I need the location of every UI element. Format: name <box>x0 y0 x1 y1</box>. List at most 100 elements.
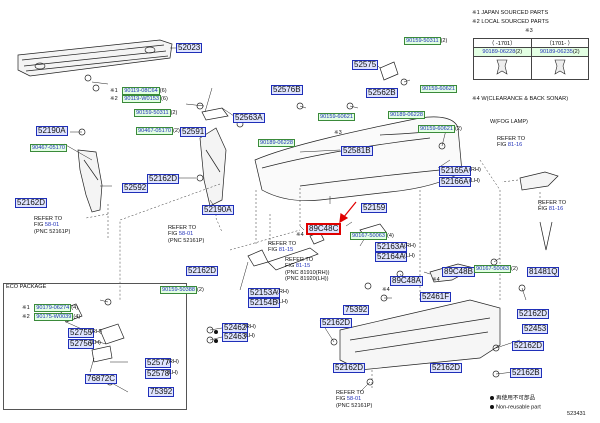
source-mark-4: ※4 <box>382 287 390 293</box>
clip-icon <box>496 59 508 75</box>
legend-note-japan: ※1 JAPAN SOURCED PARTS <box>472 10 549 16</box>
part-label-52166a[interactable]: 52166A <box>439 177 471 187</box>
bolt-label-90467-05170[interactable]: 90467-05170 <box>30 144 67 152</box>
side-lh: (LH) <box>469 178 480 184</box>
bolt-label-90159-50311[interactable]: 90159-50311(2) <box>134 109 178 117</box>
part-label-89c48c-highlighted[interactable]: 89C48C <box>306 223 342 235</box>
side-rh: (RH) <box>404 243 416 249</box>
part-label-52162d[interactable]: 52162D <box>15 198 48 208</box>
bolt-label-90189-06228[interactable]: 90189-06228 <box>258 139 295 147</box>
footer-reuse-note: 再使用不可部品 <box>490 396 535 402</box>
part-label-52190a[interactable]: 52190A <box>36 126 68 136</box>
bolt-label-90119-08c64[interactable]: ※1 90119-08C64(6) <box>110 87 167 95</box>
side-lh: (LH) <box>167 370 178 376</box>
part-label-52463[interactable]: 52463 <box>222 332 249 342</box>
side-rh: (RH) <box>277 289 289 295</box>
fog-lamp-label: W(FOG LAMP) <box>490 119 528 125</box>
part-label-52162d[interactable]: 52162D <box>430 363 463 373</box>
part-label-52023[interactable]: 52023 <box>176 43 203 53</box>
bolt-label-90159-60621[interactable]: 90159-60621(2) <box>418 125 462 133</box>
part-label-52163a[interactable]: 52163A <box>375 242 407 252</box>
bolt-label-90467-05170[interactable]: 90467-05170(2) <box>136 127 180 135</box>
part-label-52162d[interactable]: 52162D <box>147 174 180 184</box>
legend-note-3: ※3 <box>525 28 533 34</box>
refer-note-81-16[interactable]: REFER TO FIG 81-16 <box>497 136 526 149</box>
part-label-89c48b[interactable]: 89C48B <box>442 267 475 277</box>
part-label-52578[interactable]: 52578 <box>145 369 172 379</box>
refer-note-81-15[interactable]: REFER TO FIG 81-15 (PNC 81910(RH)) (PNC … <box>285 257 330 283</box>
legend-note-local: ※2 LOCAL SOURCED PARTS <box>472 19 549 25</box>
part-label-52575[interactable]: 52575 <box>352 60 379 70</box>
table-header-early: （ -1701） <box>473 38 532 48</box>
side-lh: (LH) <box>90 340 101 346</box>
table-cell-image <box>530 56 589 80</box>
part-label-75392[interactable]: 75392 <box>148 387 175 397</box>
side-lh: (LH) <box>404 253 415 259</box>
part-label-52153a[interactable]: 52153A <box>248 288 280 298</box>
bolt-label-90159-60621[interactable]: 90159-60621 <box>420 85 457 93</box>
bolt-label-90159-60621[interactable]: 90159-60621 <box>318 113 355 121</box>
part-label-52581b[interactable]: 52581B <box>341 146 373 156</box>
part-label-76872c[interactable]: 76872C <box>85 374 118 384</box>
side-rh: (RH) <box>244 324 256 330</box>
part-label-52562b[interactable]: 52562B <box>366 88 398 98</box>
refer-note-58-01[interactable]: REFER TO FIG 58-01 (PNC 52161P) <box>336 390 373 409</box>
part-label-52453[interactable]: 52453 <box>522 324 549 334</box>
table-cell-image <box>473 56 532 80</box>
part-label-52162d[interactable]: 52162D <box>517 309 550 319</box>
part-label-52162b[interactable]: 52162B <box>510 368 542 378</box>
part-label-52755[interactable]: 52755 <box>68 328 95 338</box>
part-label-52190a[interactable]: 52190A <box>202 205 234 215</box>
part-label-52577[interactable]: 52577 <box>145 358 172 368</box>
clip-icon <box>554 59 566 75</box>
part-label-52154b[interactable]: 52154B <box>248 298 280 308</box>
table-cell-part[interactable]: 90189-06228(2) <box>473 47 532 57</box>
part-label-52164a[interactable]: 52164A <box>375 252 407 262</box>
side-rh: (RH) <box>167 359 179 365</box>
side-lh: (LH) <box>244 333 255 339</box>
bolt-label-90167-50063[interactable]: 90167-50063(2) <box>474 265 518 273</box>
bolt-label-90179-06274[interactable]: ※1 90179-06274(4) <box>22 304 79 312</box>
bolt-label-90167-50063[interactable]: 90167-50063(4) <box>350 232 394 240</box>
part-label-89c48a[interactable]: 89C48A <box>390 276 423 286</box>
part-label-52461f[interactable]: 52461F <box>420 292 452 302</box>
bolt-label-90119-w0153[interactable]: ※2 90119-W0153(6) <box>110 95 168 103</box>
legend-table: （ -1701） （1701- ） 90189-06228(2) 90189-0… <box>473 38 589 80</box>
part-label-52592[interactable]: 52592 <box>122 183 149 193</box>
table-cell-part[interactable]: 90189-06235(2) <box>530 47 589 57</box>
source-mark-3: ※3 <box>334 130 342 136</box>
part-label-52162d[interactable]: 52162D <box>320 318 353 328</box>
side-rh: (RH) <box>90 329 102 335</box>
side-lh: (LH) <box>277 299 288 305</box>
source-mark-4: ※4 <box>296 232 304 238</box>
part-label-52756[interactable]: 52756 <box>68 339 95 349</box>
part-label-52576b[interactable]: 52576B <box>271 85 303 95</box>
part-label-75392[interactable]: 75392 <box>343 305 370 315</box>
side-rh: (RH) <box>469 167 481 173</box>
diagram-code: 523431 <box>567 411 586 417</box>
bolt-label-90159-50311[interactable]: 90159-50311(2) <box>404 37 448 45</box>
part-label-81481q[interactable]: 81481Q <box>527 267 560 277</box>
bolt-label-90175-w0039[interactable]: ※2 90175-W0039(4) <box>22 313 81 321</box>
part-label-52165a[interactable]: 52165A <box>439 166 471 176</box>
refer-note-81-16[interactable]: REFER TO FIG 81-16 <box>538 200 567 213</box>
table-header-late: （1701- ） <box>530 38 589 48</box>
eco-package-box <box>3 283 187 410</box>
part-label-52563a[interactable]: 52563A <box>233 113 265 123</box>
eco-package-label: ECO PACKAGE <box>6 284 47 290</box>
nonreusable-dot <box>214 324 220 340</box>
bolt-label-90159-50388[interactable]: 90159-50388(2) <box>160 286 204 294</box>
bolt-label-90189-06228[interactable]: 90189-06228 <box>388 111 425 119</box>
refer-note-58-01[interactable]: REFER TO FIG 58-01 (PNC 52161P) <box>34 216 71 235</box>
source-mark-4: ※4 <box>432 277 440 283</box>
refer-note-58-01[interactable]: REFER TO FIG 58-01 (PNC 52161P) <box>168 225 205 244</box>
part-label-52591[interactable]: 52591 <box>180 127 207 137</box>
part-label-52162d[interactable]: 52162D <box>512 341 545 351</box>
part-label-52159[interactable]: 52159 <box>361 203 388 213</box>
refer-note-81-15[interactable]: REFER TO FIG 81-15 <box>268 241 297 254</box>
part-label-52162d[interactable]: 52162D <box>186 266 219 276</box>
nonreusable-dot <box>214 333 220 349</box>
legend-note-sonar: ※4 W(CLEARANCE & BACK SONAR) <box>472 96 569 102</box>
part-label-52162d[interactable]: 52162D <box>333 363 366 373</box>
